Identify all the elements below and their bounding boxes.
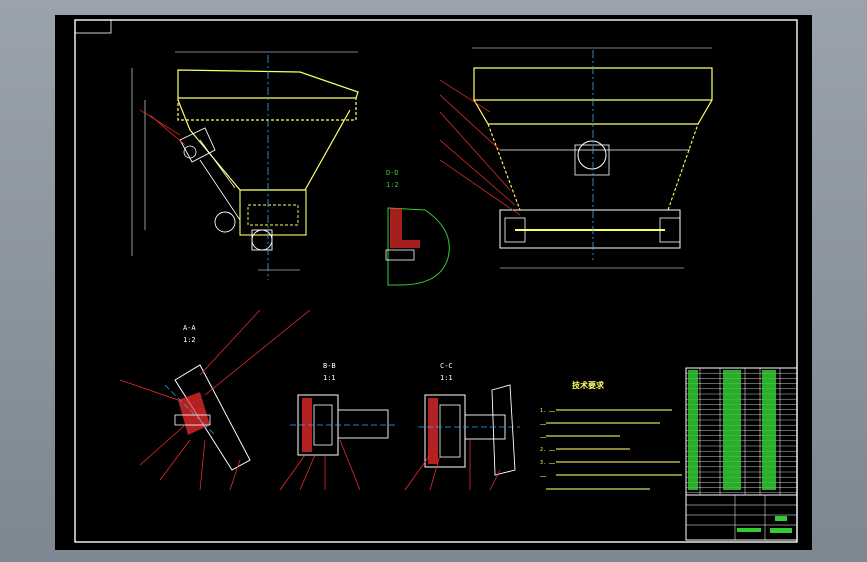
front-view [131,51,359,280]
notes-title: 技术要求 [572,380,605,390]
drawing-sheet [55,15,812,550]
section-d-view: D-D 1:2 [385,169,450,286]
section-b-view: B-B 1:1 [279,362,395,491]
section-c-label: C-C [440,362,453,370]
section-a-label: A-A [183,324,196,332]
section-b-label: B-B [323,362,336,370]
section-c-scale: 1:1 [440,374,453,382]
note-line: 3. …… [540,460,555,466]
note-line: 1. …… [540,408,555,414]
section-d-scale: 1:2 [386,181,399,189]
note-line: …… [540,434,546,440]
drawing-frame [74,19,798,543]
note-line: …… [540,473,546,479]
note-line: …… [540,421,546,427]
title-block [685,494,798,541]
note-line: 2. …… [540,447,555,453]
side-view [439,47,713,269]
parts-list-table [685,367,798,541]
section-a-view: A-A 1:2 [119,309,311,491]
section-c-view: C-C 1:1 [404,362,520,491]
section-a-scale: 1:2 [183,336,196,344]
corner-tag [74,19,112,34]
section-b-scale: 1:1 [323,374,336,382]
technical-notes: 技术要求 1. …… …… …… 2. …… 3. …… …… [540,380,682,490]
section-d-label: D-D [386,169,399,177]
